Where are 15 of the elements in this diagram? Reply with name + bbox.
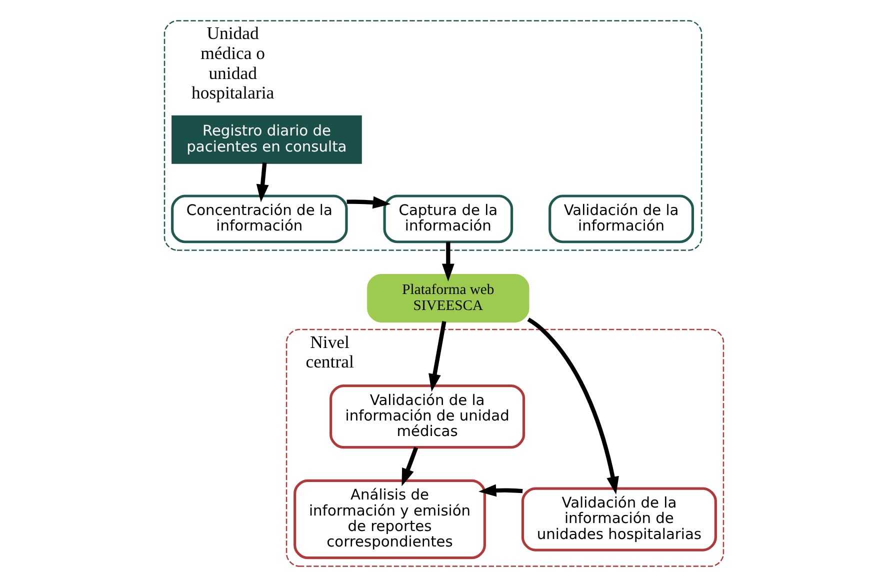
node-box: Validación de la información [548,194,694,244]
node-box: Análisis de información y emisión de reportes correspondientes [294,479,486,560]
node-box: Concentración de la información [171,194,348,244]
arrow [402,446,418,486]
node-box: Captura de la información [383,194,514,244]
arrow [256,162,269,202]
node-box: Plataforma web SIVEESCA [367,274,530,322]
arrow [428,321,446,392]
node-box: Validación de la información de unidades hospitalarias [521,487,717,552]
node-box: Validación de la información de unidad médicas [330,384,526,449]
node-box: Registro diario de pacientes en consulta [172,115,362,164]
arrow [442,242,454,282]
arrow [478,484,523,497]
arrow [346,196,391,209]
arrow [527,318,619,494]
